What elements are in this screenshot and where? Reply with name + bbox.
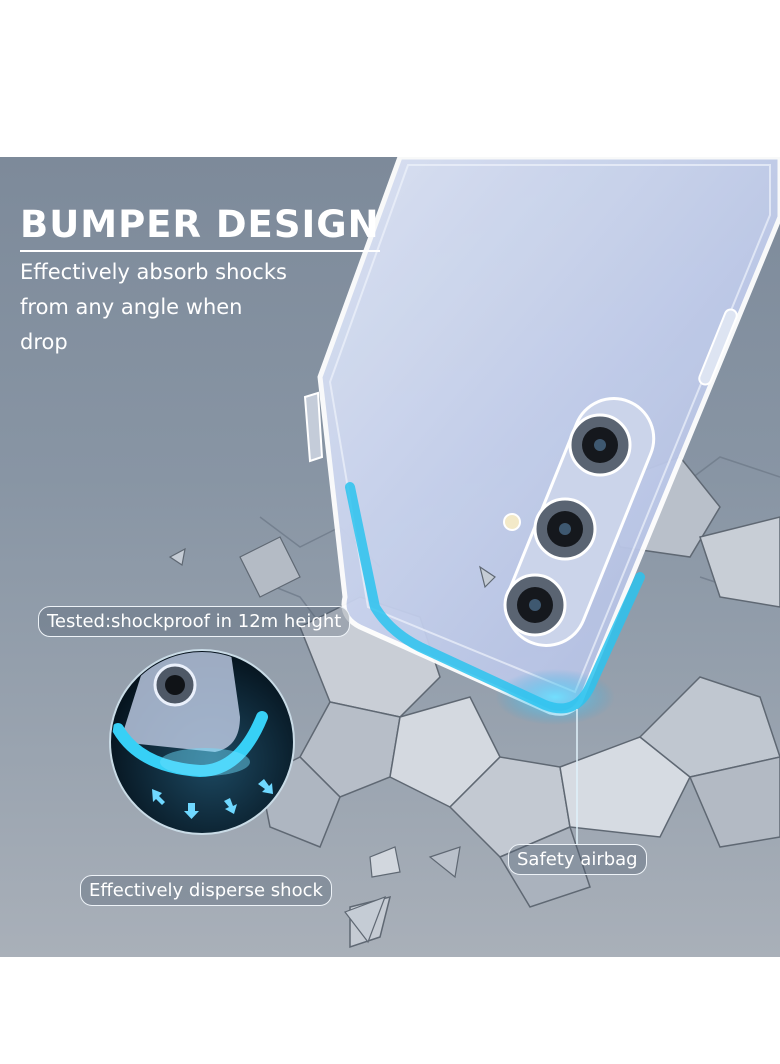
headline: BUMPER DESIGN	[20, 203, 380, 252]
product-banner: BUMPER DESIGN Effectively absorb shocks …	[0, 157, 780, 957]
camera-lens	[533, 497, 597, 561]
phone-impact-illustration	[109, 157, 780, 949]
debris	[168, 547, 496, 944]
camera-lens	[503, 573, 567, 637]
camera-lens	[568, 413, 632, 477]
callout-shockproof-height: Tested:shockproof in 12m height	[38, 606, 351, 637]
phone-case	[303, 157, 780, 725]
arrow-down-icon	[152, 779, 273, 819]
zoom-inset	[109, 649, 295, 835]
callout-disperse-shock: Effectively disperse shock	[80, 875, 332, 906]
callout-safety-airbag: Safety airbag	[508, 844, 647, 875]
subheadline: Effectively absorb shocks from any angle…	[20, 260, 287, 354]
